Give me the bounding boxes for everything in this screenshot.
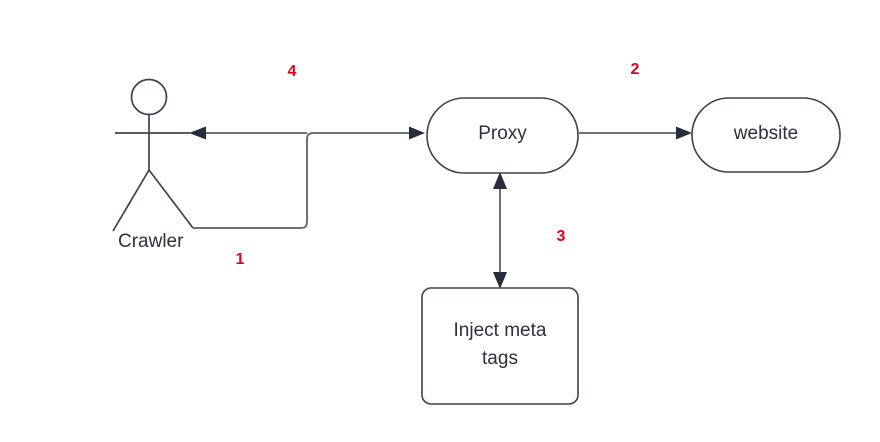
- website-node-label: website: [733, 123, 798, 144]
- crawler-label: Crawler: [118, 231, 184, 252]
- connection-proxy-to-website[interactable]: [578, 126, 692, 140]
- node-inject-meta-tags[interactable]: Inject meta tags: [421, 287, 579, 405]
- proxy-node-label: Proxy: [478, 123, 527, 144]
- crawler-to-proxy-line: [193, 132, 418, 229]
- website-node-shape: [691, 97, 841, 173]
- inject-meta-tags-label-line2: tags: [482, 348, 518, 369]
- inject-meta-tags-label-line1: Inject meta: [454, 320, 547, 341]
- proxy-to-inject-arrowhead-up: [493, 172, 507, 189]
- node-website[interactable]: website: [691, 97, 841, 173]
- proxy-node-shape: [426, 97, 579, 174]
- proxy-to-inject-arrowhead-down: [493, 272, 507, 289]
- step-label-4: 4: [288, 63, 297, 80]
- connection-proxy-to-inject[interactable]: [493, 172, 507, 289]
- step-label-1: 1: [236, 251, 245, 268]
- step-label-3: 3: [557, 228, 566, 245]
- crawler-actor-group[interactable]: Crawler: [112, 78, 194, 253]
- proxy-to-crawler-arrowhead: [189, 126, 206, 140]
- crawler-to-proxy-arrowhead: [409, 126, 425, 140]
- step-label-2: 2: [631, 61, 640, 78]
- connection-crawler-to-proxy[interactable]: [193, 126, 425, 229]
- crawler-left-leg-icon: [112, 169, 150, 232]
- connection-proxy-to-crawler[interactable]: [189, 126, 307, 140]
- proxy-to-website-arrowhead: [676, 126, 692, 140]
- node-proxy[interactable]: Proxy: [426, 97, 579, 174]
- crawler-right-leg-icon: [148, 169, 194, 229]
- crawler-head-icon: [130, 78, 168, 116]
- inject-meta-tags-node-shape: [421, 287, 579, 405]
